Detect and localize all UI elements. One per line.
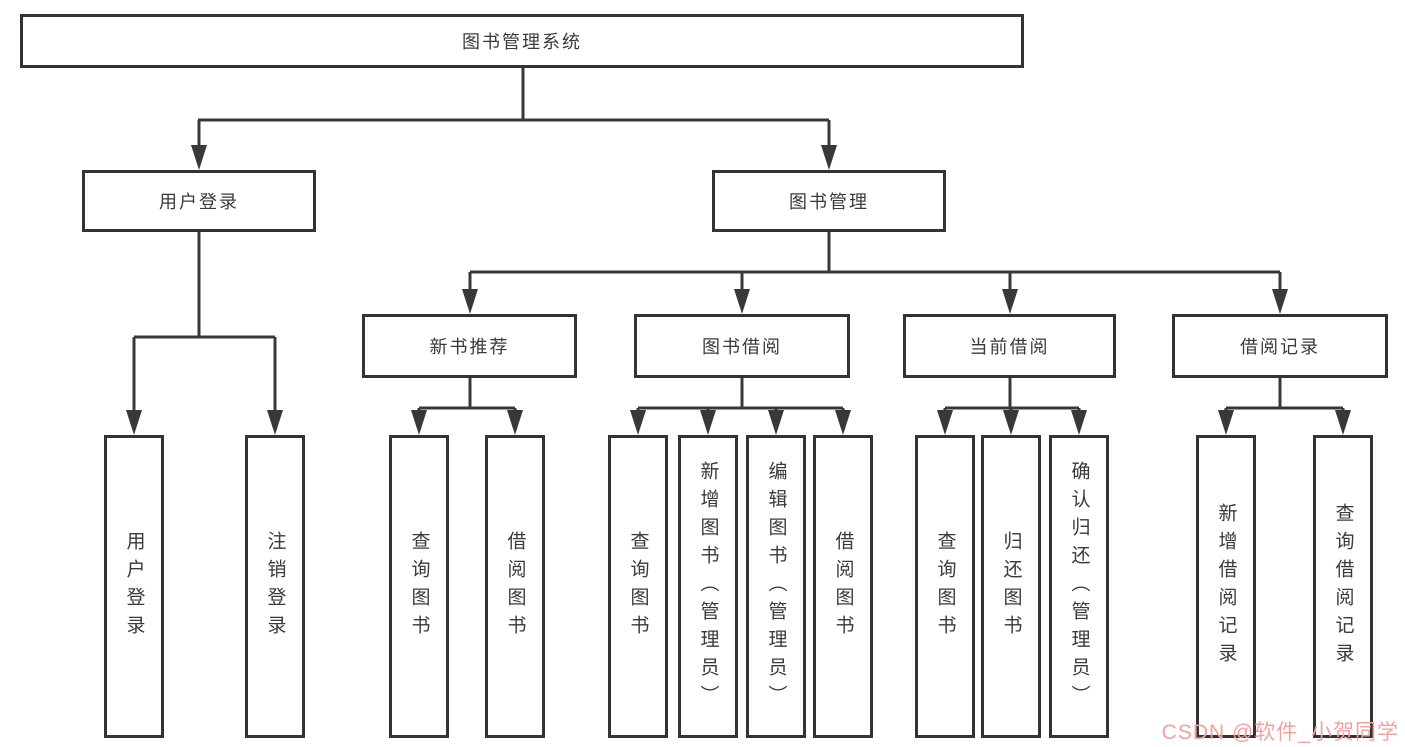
node-label: 图书管理 xyxy=(789,192,869,212)
node-label: 查询图书 xyxy=(627,530,649,643)
node-label: 查询图书 xyxy=(934,530,956,643)
node-new-book-recommend: 新书推荐 xyxy=(362,314,577,378)
node-label: 归还图书 xyxy=(1000,530,1022,643)
arrow-down-icon xyxy=(462,289,478,314)
leaf-query-borrow-record: 查询借阅记录 xyxy=(1313,435,1373,738)
connector-user-login xyxy=(126,232,283,435)
leaf-borrow-book-1: 借阅图书 xyxy=(485,435,545,738)
node-label: 查询图书 xyxy=(408,530,430,643)
node-label: 借阅记录 xyxy=(1240,337,1320,357)
leaf-add-book-admin: 新增图书（管理员） xyxy=(678,435,738,738)
node-label: 借阅图书 xyxy=(504,530,526,643)
connector-book-borrow xyxy=(630,378,851,435)
arrow-down-icon xyxy=(191,145,207,170)
node-label: 确认归还（管理员） xyxy=(1068,460,1090,713)
node-label: 新增借阅记录 xyxy=(1215,502,1237,671)
connector-borrow-records xyxy=(1218,378,1351,435)
connector-root-to-level2 xyxy=(191,68,837,170)
node-current-borrow: 当前借阅 xyxy=(903,314,1116,378)
arrow-down-icon xyxy=(630,410,646,435)
connector-new-book-recommend xyxy=(411,378,523,435)
leaf-add-borrow-record: 新增借阅记录 xyxy=(1196,435,1256,738)
arrow-down-icon xyxy=(700,410,716,435)
arrow-down-icon xyxy=(507,410,523,435)
arrow-down-icon xyxy=(1071,410,1087,435)
arrow-down-icon xyxy=(1002,289,1018,314)
node-root-system: 图书管理系统 xyxy=(20,14,1024,68)
connector-book-mgmt xyxy=(462,232,1288,314)
node-book-borrow: 图书借阅 xyxy=(634,314,850,378)
node-book-mgmt: 图书管理 xyxy=(712,170,946,232)
leaf-query-book-3: 查询图书 xyxy=(915,435,975,738)
leaf-borrow-book-2: 借阅图书 xyxy=(813,435,873,738)
node-label: 图书管理系统 xyxy=(462,32,582,52)
node-label: 用户登录 xyxy=(123,530,145,643)
node-label: 注销登录 xyxy=(264,530,286,643)
node-label: 图书借阅 xyxy=(702,337,782,357)
arrow-down-icon xyxy=(937,410,953,435)
node-label: 新增图书（管理员） xyxy=(697,460,719,713)
arrow-down-icon xyxy=(267,410,283,435)
leaf-query-book-2: 查询图书 xyxy=(608,435,668,738)
leaf-user-login: 用户登录 xyxy=(104,435,164,738)
node-label: 借阅图书 xyxy=(832,530,854,643)
leaf-query-book-1: 查询图书 xyxy=(389,435,449,738)
arrow-down-icon xyxy=(1003,410,1019,435)
leaf-return-book: 归还图书 xyxy=(981,435,1041,738)
arrow-down-icon xyxy=(411,410,427,435)
connector-current-borrow xyxy=(937,378,1087,435)
node-label: 查询借阅记录 xyxy=(1332,502,1354,671)
node-borrow-records: 借阅记录 xyxy=(1172,314,1388,378)
leaf-confirm-return-admin: 确认归还（管理员） xyxy=(1049,435,1109,738)
arrow-down-icon xyxy=(734,289,750,314)
node-user-login: 用户登录 xyxy=(82,170,316,232)
arrow-down-icon xyxy=(1218,410,1234,435)
arrow-down-icon xyxy=(1335,410,1351,435)
node-label: 新书推荐 xyxy=(429,337,510,357)
arrow-down-icon xyxy=(821,145,837,170)
node-label: 用户登录 xyxy=(159,192,239,212)
node-label: 编辑图书（管理员） xyxy=(765,460,787,713)
node-label: 当前借阅 xyxy=(969,337,1050,357)
csdn-watermark: CSDN @软件_小贺同学 xyxy=(1161,721,1399,744)
arrow-down-icon xyxy=(768,410,784,435)
arrow-down-icon xyxy=(835,410,851,435)
arrow-down-icon xyxy=(1272,289,1288,314)
leaf-logout: 注销登录 xyxy=(245,435,305,738)
arrow-down-icon xyxy=(126,410,142,435)
leaf-edit-book-admin: 编辑图书（管理员） xyxy=(746,435,806,738)
